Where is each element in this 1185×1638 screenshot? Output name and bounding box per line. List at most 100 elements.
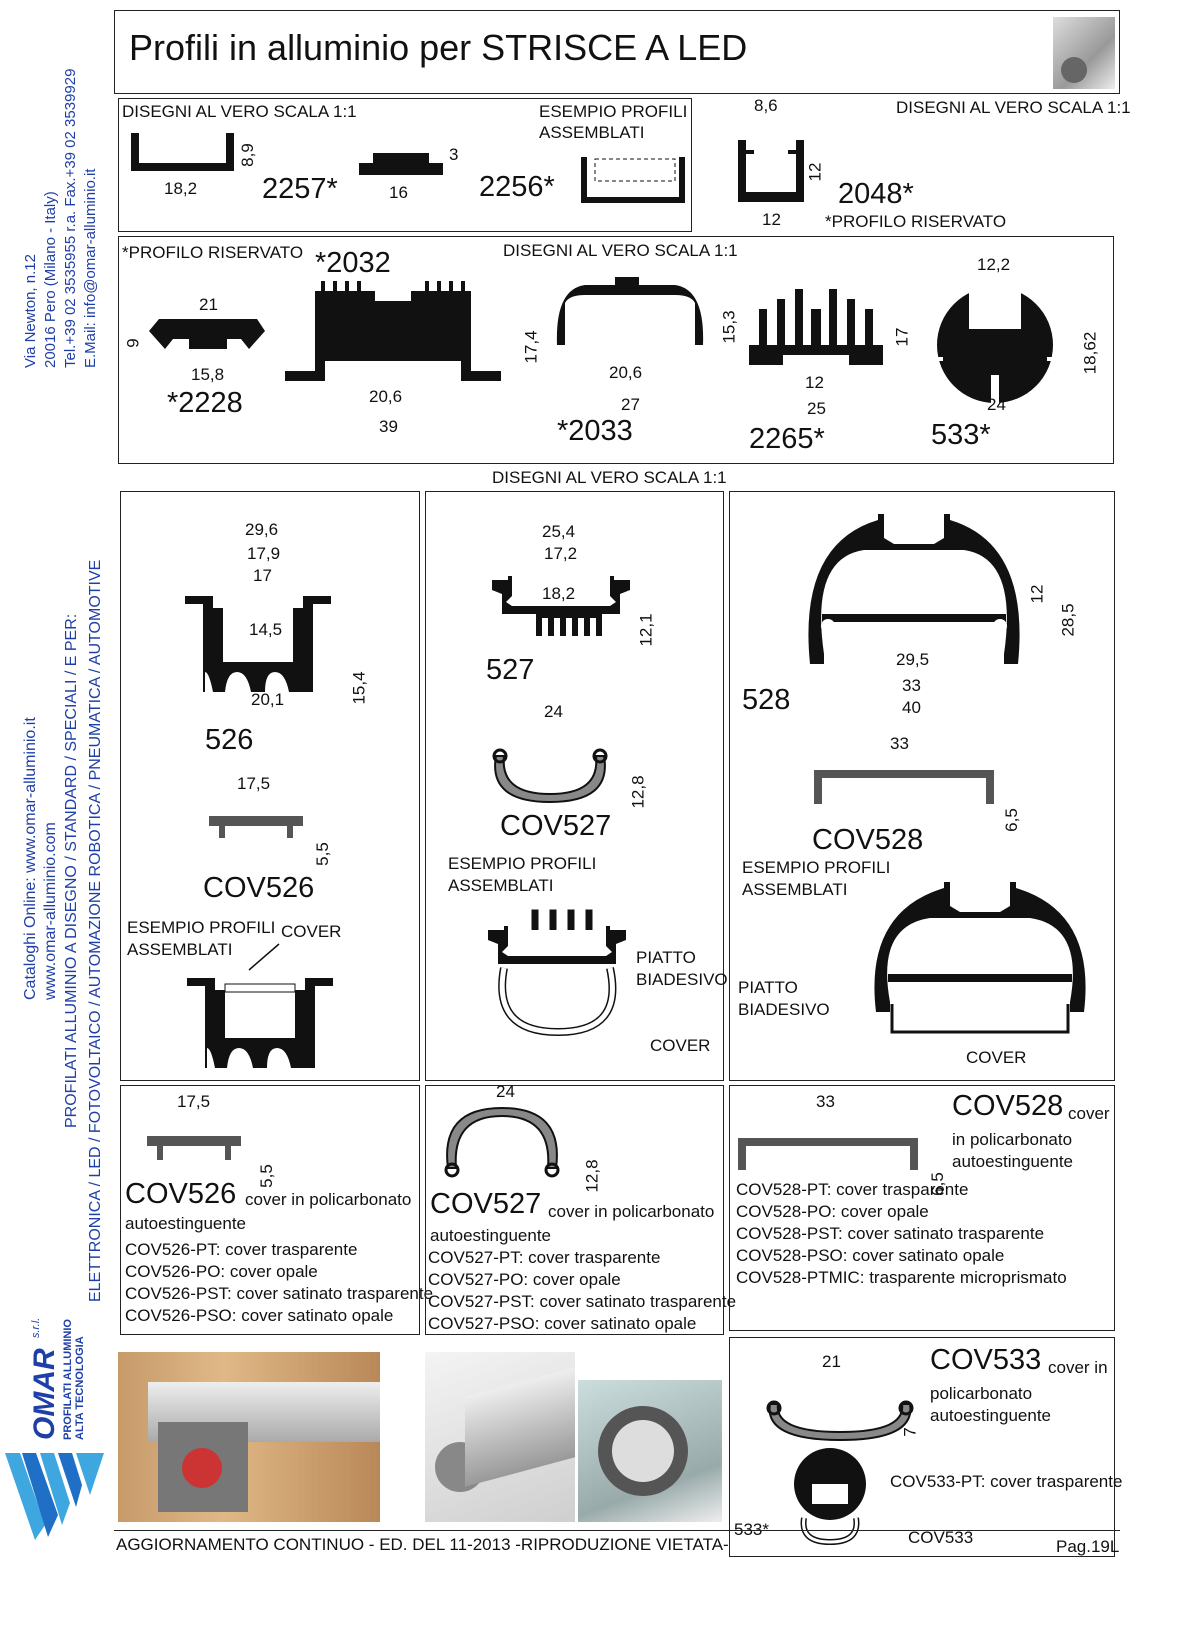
- cover-label-526: COVER: [281, 922, 342, 941]
- logo-tagline-1: PROFILATI ALLUMINIO: [62, 1319, 74, 1440]
- product-photo-2: [425, 1352, 575, 1522]
- profile-2257-drawing: [131, 133, 234, 171]
- dim-cov528-w: 33: [890, 734, 909, 753]
- spec528-item-3: COV528-PST: cover satinato trasparente: [736, 1224, 1045, 1243]
- spec533-desc: cover in: [1048, 1358, 1108, 1377]
- page-number: Pag.19L: [1056, 1537, 1120, 1556]
- address-line-1: Via Newton, n.12: [22, 254, 39, 368]
- email-link[interactable]: E.Mail: info@omar-alluminio.it: [82, 168, 99, 368]
- product-photo-3: [578, 1380, 722, 1522]
- spec528-item-5: COV528-PTMIC: trasparente microprismato: [736, 1268, 1067, 1287]
- scale-label-3: DISEGNI AL VERO SCALA 1:1: [492, 468, 727, 487]
- catalog-link-com[interactable]: www.omar-alluminio.com: [42, 822, 59, 1000]
- spec-cov527: 24 12,8 COV527 cover in policarbonato au…: [425, 1082, 736, 1335]
- code-2265: 2265*: [749, 423, 825, 455]
- dim-2048-w: 12: [762, 210, 781, 229]
- dim-526-h: 15,4: [349, 671, 369, 705]
- spec528-desc2: in policarbonato: [952, 1130, 1073, 1149]
- dim-527-h: 12,1: [636, 613, 656, 647]
- dim-2265-w: 25: [807, 399, 826, 418]
- spec526-item-2: COV526-PO: cover opale: [125, 1262, 318, 1281]
- code-533: 533*: [931, 419, 991, 451]
- section2-box: *PROFILO RISERVATO DISEGNI AL VERO SCALA…: [118, 236, 1114, 464]
- logo-brand: OMAR: [28, 1348, 61, 1440]
- dim-2256-w: 16: [389, 183, 408, 202]
- dim-526-d3: 17: [253, 566, 272, 585]
- dim-2265-h: 17: [892, 327, 912, 347]
- product-photo-1: [118, 1352, 380, 1522]
- dim-533-w: 24: [987, 395, 1006, 414]
- assembled-528-1: ESEMPIO PROFILI: [742, 858, 891, 877]
- dim-2032-h: 17,4: [521, 330, 541, 364]
- assembled-528-2: ASSEMBLATI: [742, 880, 848, 899]
- logo-suffix: s.r.l.: [30, 1317, 42, 1338]
- spec533-desc2: policarbonato: [930, 1384, 1033, 1403]
- page-title: Profili in alluminio per STRISCE A LED: [129, 27, 748, 68]
- dim-2228-w: 21: [199, 295, 218, 314]
- spec527-desc2: autoestinguente: [430, 1226, 551, 1245]
- dim-533-top: 12,2: [977, 255, 1011, 274]
- code-2257: 2257*: [262, 173, 338, 205]
- spec527-item-1: COV527-PT: cover trasparente: [428, 1248, 661, 1267]
- dim-527-d2: 17,2: [544, 544, 578, 563]
- spec527-item-2: COV527-PO: cover opale: [428, 1270, 621, 1289]
- assembled-527-drawing: [488, 909, 626, 1037]
- dim-526-d5: 20,1: [251, 690, 285, 709]
- spec533-code: COV533: [930, 1344, 1042, 1376]
- cov527-drawing: [492, 748, 608, 804]
- panel-528: 12 28,5 29,5 33 40 528 33 6,5 COV528 ESE…: [729, 491, 1115, 1081]
- dim-2228-h: 9: [123, 338, 143, 348]
- spec528-drawing: [738, 1138, 918, 1170]
- dim-528-h2: 28,5: [1058, 603, 1078, 637]
- panel-527: 25,4 17,2 18,2 12,1 527 24 12,8 COV527 E…: [425, 491, 728, 1081]
- scale-label-2: DISEGNI AL VERO SCALA 1:1: [503, 241, 738, 260]
- dim-528-h1: 12: [1027, 584, 1047, 604]
- assembled-527-1: ESEMPIO PROFILI: [448, 854, 597, 873]
- cov528-drawing: [814, 770, 994, 804]
- dim-2033-h: 15,3: [719, 310, 739, 344]
- spec528-item-2: COV528-PO: cover opale: [736, 1202, 929, 1221]
- code-cov528: COV528: [812, 824, 924, 856]
- label-533: 533*: [734, 1520, 769, 1539]
- code-2228: *2228: [167, 387, 243, 419]
- panel-526: 29,6 17,9 17 14,5 15,4 20,1 526 17,5 5,5…: [120, 491, 420, 1081]
- code-2032: *2032: [315, 247, 391, 279]
- spec527-w: 24: [496, 1082, 515, 1101]
- code-2048: 2048*: [838, 178, 914, 210]
- piatto-528-2: BIADESIVO: [738, 1000, 830, 1019]
- spec528-w: 33: [816, 1092, 835, 1111]
- dim-526-d1: 29,6: [245, 520, 279, 539]
- cover-label-528: COVER: [966, 1048, 1027, 1067]
- spec528-code: COV528: [952, 1090, 1064, 1122]
- spec527-h: 12,8: [582, 1159, 602, 1193]
- catalog-link-it[interactable]: Cataloghi Online: www.omar-alluminio.it: [22, 717, 39, 1000]
- reserved-note-2048: *PROFILO RISERVATO: [825, 212, 1007, 231]
- dim-2257-h: 8,9: [237, 143, 257, 167]
- assembled-528-drawing: [874, 882, 1086, 1034]
- dim-528-d3: 40: [902, 698, 921, 717]
- assembled-526-drawing: [187, 943, 333, 1068]
- dim-2265-inner: 12: [805, 373, 824, 392]
- assembled-label-1: ESEMPIO PROFILI: [539, 102, 688, 121]
- code-2256: 2256*: [479, 171, 555, 203]
- dim-2032-w: 39: [379, 417, 398, 436]
- spec526-desc2: autoestinguente: [125, 1214, 246, 1233]
- dim-cov527-h: 12,8: [628, 775, 648, 809]
- footer-text: AGGIORNAMENTO CONTINUO - ED. DEL 11-2013…: [116, 1535, 729, 1554]
- profile-528-drawing: [808, 514, 1020, 664]
- code-cov526: COV526: [203, 872, 315, 904]
- dim-533-h: 18,62: [1080, 331, 1100, 375]
- spec526-drawing: [147, 1136, 241, 1160]
- spec527-drawing: [444, 1106, 560, 1178]
- code-cov527: COV527: [500, 810, 612, 842]
- catalog-services: PROFILATI ALLUMINIO A DISEGNO / STANDARD…: [63, 613, 80, 1128]
- code-526: 526: [205, 724, 254, 756]
- reserved-label: *PROFILO RISERVATO: [122, 243, 304, 262]
- address-line-2: 20016 Pero (Milano - Italy): [42, 191, 59, 368]
- assembled-2257-drawing: [581, 157, 685, 203]
- profile-533-drawing: [933, 283, 1057, 405]
- profile-2228-drawing: [149, 319, 265, 349]
- spec528-desc: cover: [1068, 1104, 1110, 1123]
- spec526-item-1: COV526-PT: cover trasparente: [125, 1240, 358, 1259]
- dim-cov526-w: 17,5: [237, 774, 271, 793]
